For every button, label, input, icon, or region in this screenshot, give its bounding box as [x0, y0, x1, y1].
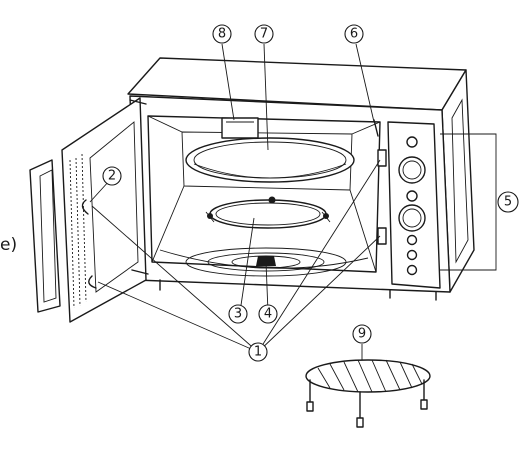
callout-4: 4: [259, 305, 277, 323]
callout-5: 5: [498, 192, 518, 212]
callout-3: 3: [229, 305, 247, 323]
glass-tray: [186, 138, 354, 182]
control-panel: [388, 122, 440, 288]
clipped-edge-text: e): [0, 235, 17, 255]
open-door: [30, 98, 148, 322]
grill-rack: [306, 360, 430, 427]
svg-text:2: 2: [108, 169, 116, 184]
svg-text:9: 9: [358, 327, 366, 342]
svg-text:3: 3: [234, 307, 242, 322]
callout-6: 6: [345, 25, 363, 43]
callout-8: 8: [213, 25, 231, 43]
svg-text:6: 6: [350, 27, 358, 42]
svg-text:8: 8: [218, 27, 226, 42]
svg-text:1: 1: [254, 345, 262, 360]
svg-text:4: 4: [264, 307, 272, 322]
svg-text:5: 5: [504, 195, 512, 210]
svg-text:7: 7: [260, 27, 268, 42]
callout-7: 7: [255, 25, 273, 43]
waveguide-cover: [222, 118, 258, 138]
callout-9: 9: [353, 325, 371, 343]
callout-2: 2: [103, 167, 121, 185]
callout-1: 1: [249, 343, 267, 361]
